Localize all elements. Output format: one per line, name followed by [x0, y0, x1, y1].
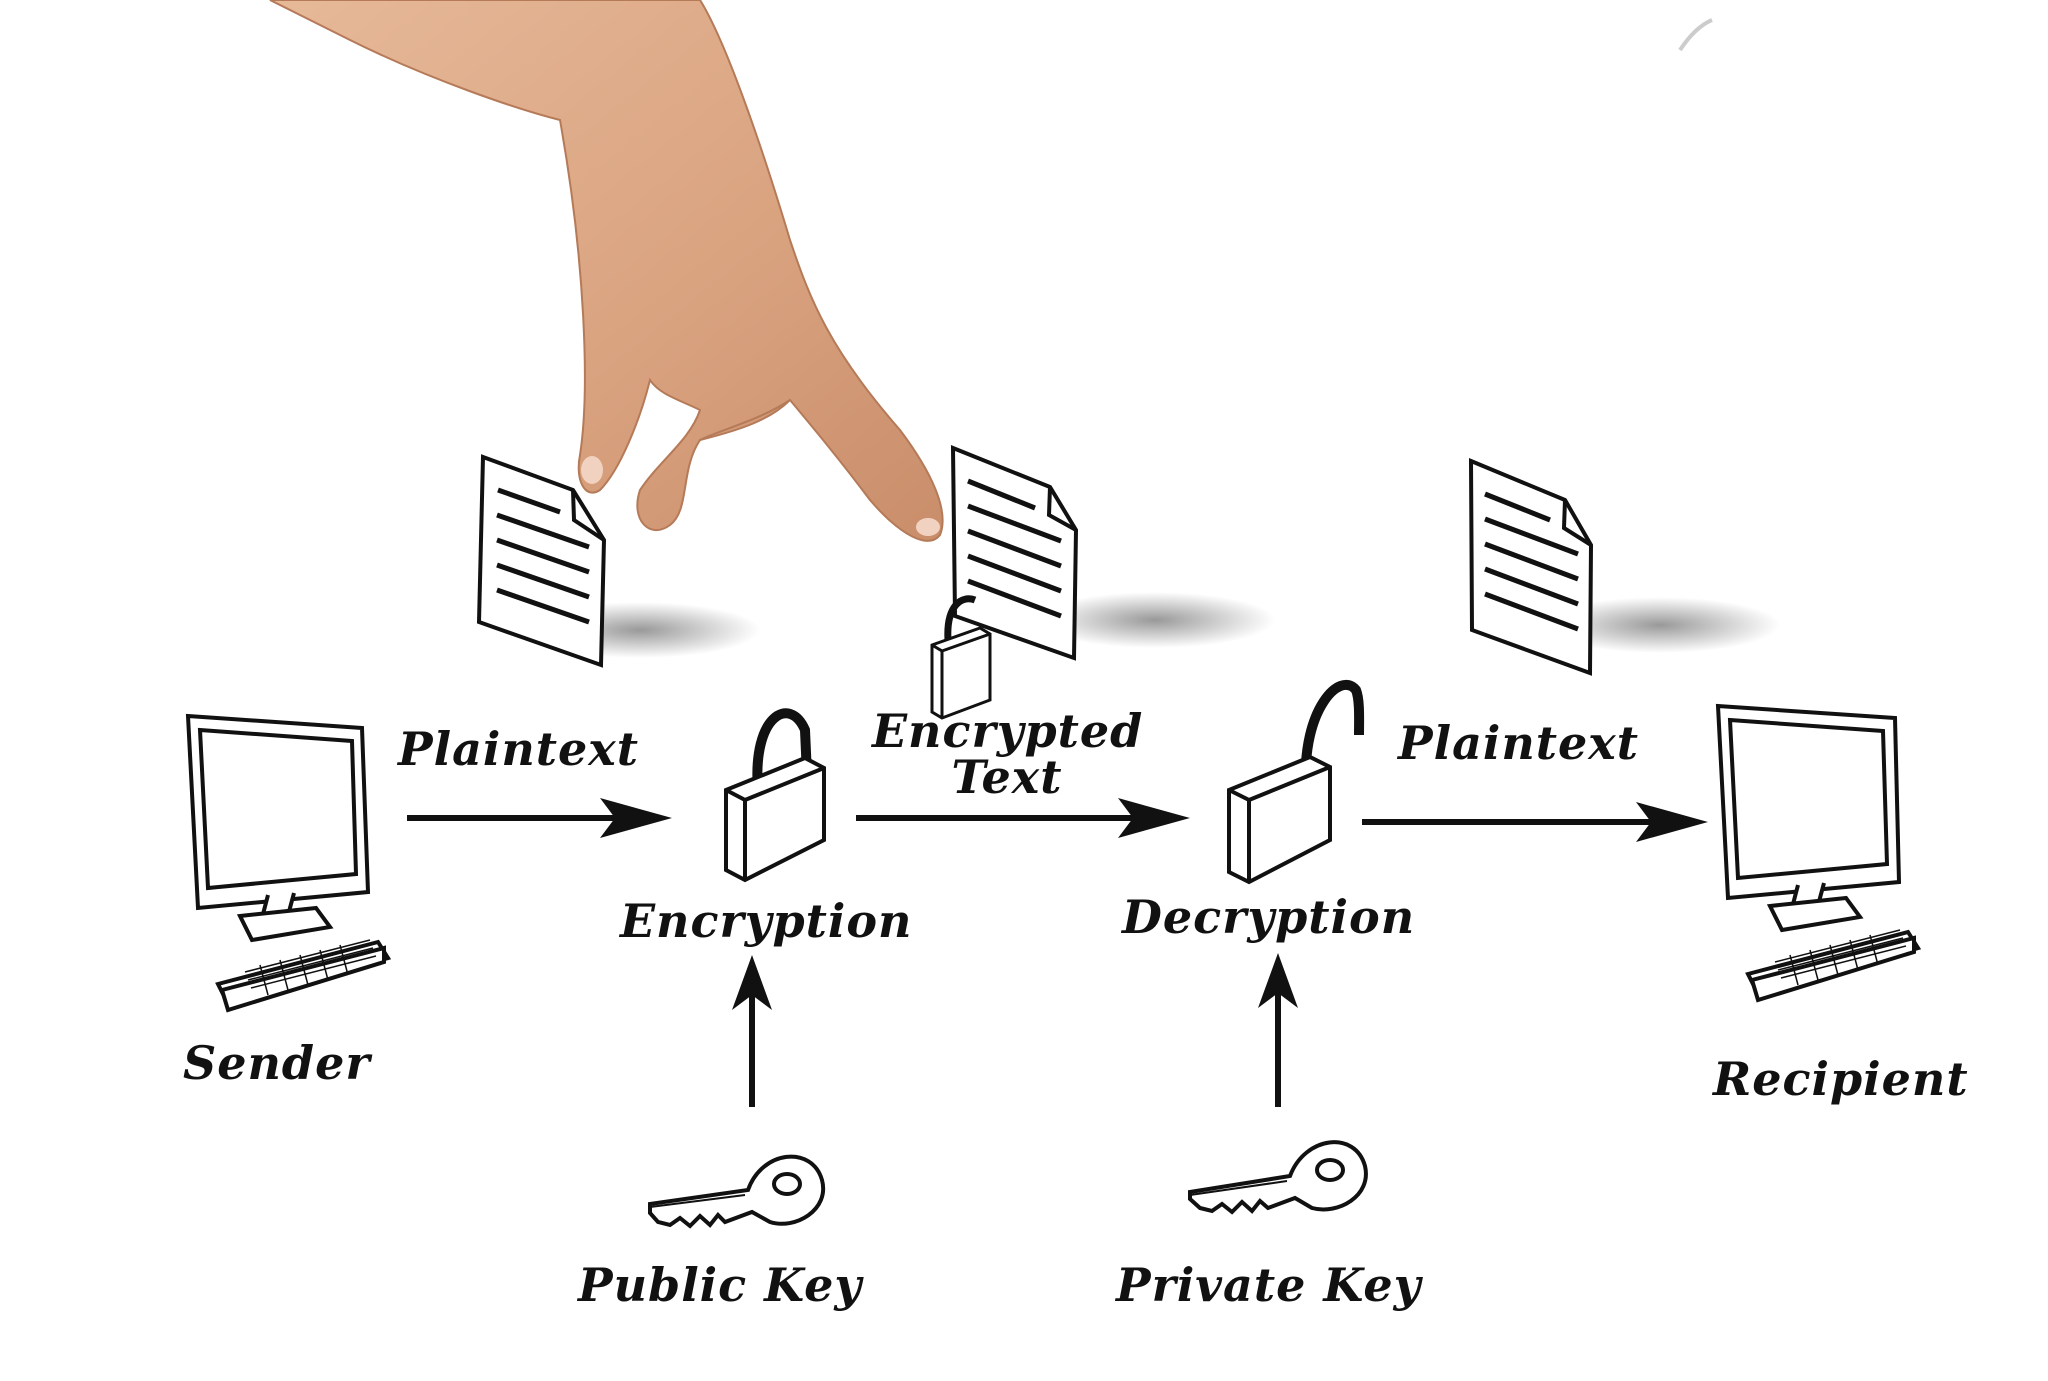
corner-mark: [1678, 18, 1713, 52]
node-label-private-key: Private Key: [1116, 1258, 1422, 1312]
edge-label-plaintext-1: Plaintext: [398, 722, 639, 776]
node-label-recipient: Recipient: [1713, 1052, 1969, 1106]
node-label-encryption: Encryption: [620, 894, 913, 948]
document-icon: [476, 454, 607, 668]
hand-icon: [269, 0, 944, 542]
arrow-public-key: [732, 955, 772, 1107]
padlock-small-icon: [930, 595, 992, 720]
computer-icon: [185, 713, 392, 1013]
padlock-closed-icon: [724, 708, 826, 883]
key-icon: [648, 1154, 826, 1229]
arrow-encrypted-text: [856, 798, 1190, 838]
document-icon: [1468, 457, 1594, 676]
key-icon: [1188, 1140, 1368, 1215]
arrow-plaintext-2: [1362, 802, 1708, 842]
edge-label-encrypted-text: Encrypted Text: [872, 704, 1144, 804]
document-icon: [950, 445, 1079, 661]
node-label-sender: Sender: [183, 1036, 371, 1090]
node-label-decryption: Decryption: [1122, 890, 1416, 944]
arrow-private-key: [1258, 953, 1298, 1107]
arrow-plaintext-1: [407, 798, 672, 838]
node-label-public-key: Public Key: [578, 1258, 863, 1312]
computer-icon: [1715, 703, 1922, 1003]
edge-label-plaintext-2: Plaintext: [1398, 716, 1639, 770]
padlock-open-icon: [1227, 679, 1365, 885]
